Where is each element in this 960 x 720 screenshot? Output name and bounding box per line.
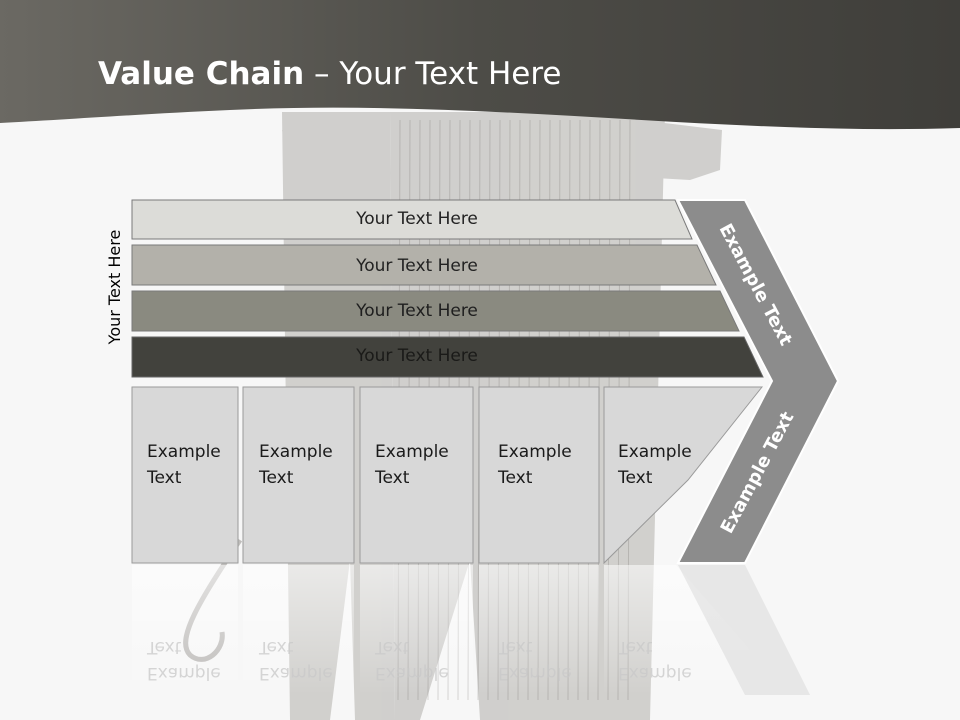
activity-box-4 xyxy=(478,386,600,564)
activity-box-5 xyxy=(603,386,764,565)
activity-box-5-reflection: Example Text xyxy=(618,637,692,683)
activity-box-4-reflection: Example Text xyxy=(498,637,572,683)
activity-box-5-label: Example Text xyxy=(618,442,692,488)
activity-box-2-label: Example Text xyxy=(259,442,333,488)
support-bar-4 xyxy=(131,336,764,378)
support-bar-2-label: Your Text Here xyxy=(356,256,478,276)
support-bar-4-label: Your Text Here xyxy=(356,346,478,366)
title-rest: – Your Text Here xyxy=(304,56,562,92)
activity-box-1-label: Example Text xyxy=(147,442,221,488)
support-bar-3-label: Your Text Here xyxy=(356,301,478,321)
margin-chevron-arrow xyxy=(676,199,840,564)
support-bar-3 xyxy=(131,290,740,332)
diagram-reflection xyxy=(132,565,810,695)
activity-box-2-reflection: Example Text xyxy=(259,637,333,683)
activity-box-2 xyxy=(242,386,355,564)
header-band xyxy=(0,0,960,130)
activity-box-3-label: Example Text xyxy=(375,442,449,488)
activity-box-3-reflection: Example Text xyxy=(375,637,449,683)
support-bar-2 xyxy=(131,244,717,286)
activity-box-3 xyxy=(359,386,474,564)
activity-box-1-reflection: Example Text xyxy=(147,637,221,683)
page-title: Value Chain – Your Text Here xyxy=(98,54,561,94)
activity-box-1 xyxy=(131,386,239,564)
activity-box-4-label: Example Text xyxy=(498,442,572,488)
support-bar-1-label: Your Text Here xyxy=(356,209,478,229)
title-bold: Value Chain xyxy=(98,56,305,92)
support-bar-1 xyxy=(131,199,693,240)
